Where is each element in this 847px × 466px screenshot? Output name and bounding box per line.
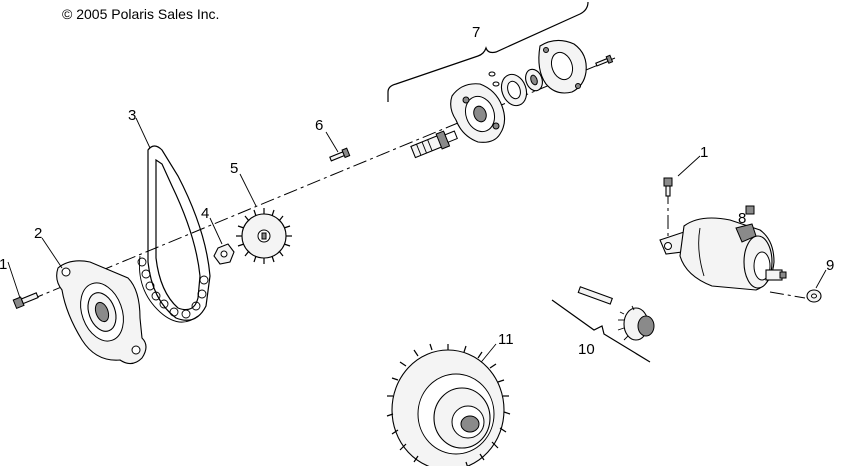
callout-2: 2 [34,225,42,242]
part-o-ring[interactable] [806,269,827,303]
part-bolt-right[interactable] [663,155,701,197]
part-drive-chain[interactable] [135,117,211,323]
callout-1-right: 1 [700,144,708,161]
part-sprocket[interactable] [236,173,292,264]
part-starter-motor[interactable] [659,205,787,291]
part-idler-gear[interactable] [551,286,655,363]
part-clutch-assembly[interactable] [387,1,614,159]
callout-5: 5 [230,160,238,177]
callout-3: 3 [128,107,136,124]
callout-9: 9 [826,257,834,274]
callout-1-left: 1 [0,256,7,273]
callout-7: 7 [472,24,480,41]
part-cover-plate[interactable] [41,237,147,365]
part-driven-gear[interactable] [386,343,511,466]
starter-axis-line [769,291,806,299]
part-bolt-left[interactable] [7,261,39,310]
part-nut[interactable] [209,217,235,265]
callout-10: 10 [578,341,595,358]
part-screw[interactable] [325,131,351,163]
callout-4: 4 [201,205,209,222]
assembly-axis-line [29,57,616,301]
callout-6: 6 [315,117,323,134]
callout-11: 11 [498,331,514,348]
copyright-text: © 2005 Polaris Sales Inc. [62,6,219,22]
callout-8: 8 [738,210,746,227]
